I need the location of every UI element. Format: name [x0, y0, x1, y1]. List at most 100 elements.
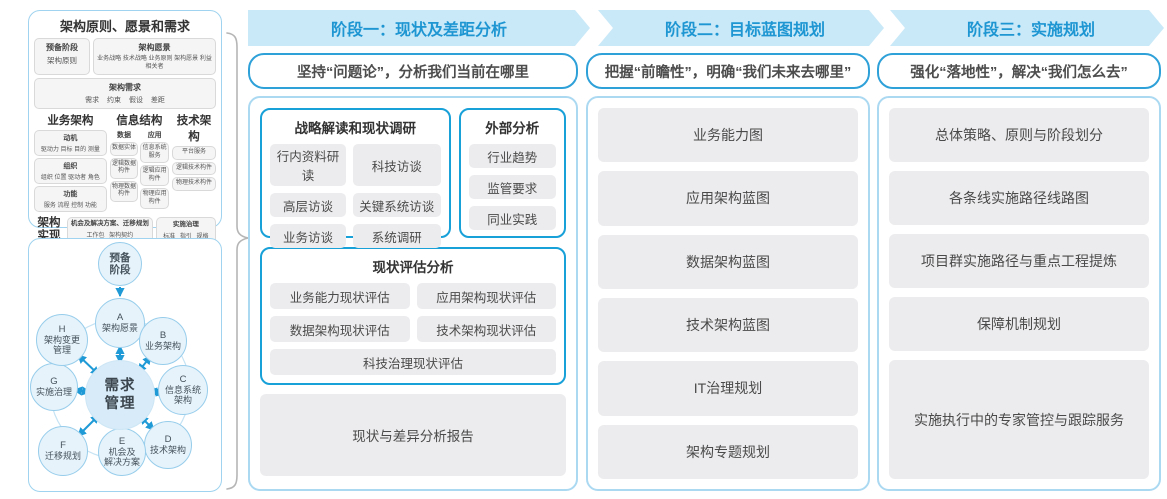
organization-box: 组织 组织 位置 驱动者 角色 [34, 158, 107, 185]
adm-node-c-info-systems: C 信息系统 架构 [158, 365, 208, 415]
function-box: 功能 服务 流程 控制 功能 [34, 186, 107, 213]
phase1-subtitle-text: 坚持“问题论”，分析我们当前在哪里 [297, 64, 529, 81]
phase2-subtitle-box: 把握“前瞻性”，明确“我们未来去哪里” [586, 53, 870, 89]
opportunities-migration-items: 工作包 架构契约 [86, 232, 134, 239]
assessment-title: 现状评估分析 [372, 260, 454, 275]
framework-panel-title: 架构原则、愿景和需求 [59, 19, 190, 34]
chip-safeguard-mechanism: 保障机制规划 [889, 297, 1149, 351]
adm-node-d-letter: D [164, 433, 172, 445]
phase1-content-panel: 战略解读和现状调研 行内资料研读 科技访谈 高层访谈 关键系统访谈 业务访谈 系… [248, 96, 578, 491]
physical-app-box: 物理应用构件 [140, 188, 170, 210]
chip-technology-assessment: 技术架构现状评估 [416, 316, 556, 342]
chip-business-capability-assessment: 业务能力现状评估 [270, 283, 410, 309]
chip-tech-interviews: 科技访谈 [353, 144, 441, 186]
phase1-header-band: 阶段一：现状及差距分析 [248, 10, 590, 46]
preliminary-phase-title: 预备阶段 [46, 43, 78, 52]
logical-data-box: 逻辑数据构件 [109, 157, 139, 179]
chip-application-blueprint: 应用架构蓝图 [598, 171, 858, 226]
chip-executive-interviews: 高层访谈 [270, 193, 347, 217]
data-subcolumn: 数据 数据实体 逻辑数据构件 物理数据构件 [109, 130, 139, 211]
phase3-subtitle-box: 强化“落地性”，解决“我们怎么去” [877, 53, 1161, 89]
adm-node-c-label: 信息系统 架构 [164, 385, 201, 406]
phase3-content-panel: 总体策略、原则与阶段划分 各条线实施路径线路图 项目群实施路径与重点工程提炼 保… [877, 96, 1161, 491]
strategy-survey-title: 战略解读和现状调研 [294, 121, 417, 136]
data-title: 数据 [117, 132, 132, 140]
adm-node-e-label: 机会及 解决方案 [103, 447, 140, 468]
information-structure-column: 信息结构 数据 数据实体 逻辑数据构件 物理数据构件 应用 信息系统服务 逻辑应… [109, 112, 170, 211]
implementation-governance-items: 标准 指引 规格 [163, 233, 209, 240]
adm-node-b-letter: B [159, 329, 167, 341]
strategy-survey-group: 战略解读和现状调研 行内资料研读 科技访谈 高层访谈 关键系统访谈 业务访谈 系… [260, 108, 451, 248]
adm-node-a-letter: A [116, 311, 124, 323]
phase2-content-panel: 业务能力图 应用架构蓝图 数据架构蓝图 技术架构蓝图 IT治理规划 架构专题规划 [586, 96, 870, 491]
motivation-title: 动机 [63, 135, 78, 143]
adm-preliminary-circle: 预备 阶段 [98, 242, 142, 286]
phase3-header-band: 阶段三：实施规划 [890, 10, 1164, 46]
organization-title: 组织 [63, 163, 78, 171]
chip-system-survey: 系统调研 [353, 224, 441, 248]
application-title: 应用 [147, 132, 162, 140]
implementation-governance-title: 实施治理 [172, 221, 199, 229]
adm-node-d-technology: D 技术架构 [144, 421, 192, 469]
phase1-header-text: 阶段一：现状及差距分析 [330, 22, 507, 39]
info-system-service-box: 信息系统服务 [140, 142, 170, 164]
chip-technology-blueprint: 技术架构蓝图 [598, 297, 858, 353]
adm-node-d-label: 技术架构 [149, 445, 186, 456]
adm-node-e-opportunities: E 机会及 解决方案 [98, 428, 146, 476]
adm-node-g-letter: G [50, 375, 58, 387]
chip-data-blueprint: 数据架构蓝图 [598, 234, 858, 289]
technical-architecture-title: 技术架构 [176, 115, 212, 144]
chip-peer-practices: 同业实践 [468, 206, 556, 230]
phase2-header-text: 阶段二：目标蓝图规划 [664, 22, 825, 39]
adm-node-h-label: 架构变更 管理 [43, 335, 80, 356]
assessment-group: 现状评估分析 业务能力现状评估 应用架构现状评估 数据架构现状评估 技术架构现状… [260, 247, 566, 385]
technical-architecture-column: 技术架构 平台服务 逻辑技术构件 物理技术构件 [172, 112, 216, 193]
adm-node-a-label: 架构愿景 [101, 323, 138, 334]
phase2-subtitle-text: 把握“前瞻性”，明确“我们未来去哪里” [604, 64, 852, 81]
chip-data-assessment: 数据架构现状评估 [270, 316, 410, 342]
application-subcolumn: 应用 信息系统服务 逻辑应用构件 物理应用构件 [140, 130, 170, 211]
motivation-items: 驱动力 目标 目的 测量 [40, 147, 100, 154]
adm-node-c-letter: C [179, 373, 187, 385]
information-structure-title: 信息结构 [116, 115, 163, 128]
function-items: 服务 流程 控制 功能 [43, 203, 97, 210]
chip-business-capability-map: 业务能力图 [598, 108, 858, 163]
chip-line-roadmaps: 各条线实施路径线路图 [889, 171, 1149, 225]
external-analysis-group: 外部分析 行业趋势 监管要求 同业实践 [458, 108, 566, 238]
chip-it-governance-assessment: 科技治理现状评估 [270, 349, 556, 375]
adm-node-e-letter: E [118, 435, 126, 447]
adm-node-h-letter: H [58, 323, 66, 335]
phase3-subtitle-text: 强化“落地性”，解决“我们怎么去” [910, 64, 1128, 81]
architecture-requirements-box: 架构需求 需求 约束 假设 差距 [34, 78, 216, 110]
adm-node-h-change-mgmt: H 架构变更 管理 [36, 314, 88, 366]
chip-overall-strategy: 总体策略、原则与阶段划分 [889, 108, 1149, 162]
chip-architecture-topics-plan: 架构专题规划 [598, 424, 858, 479]
architecture-requirements-items: 需求 约束 假设 差距 [85, 97, 165, 105]
architecture-content-framework-panel: 架构原则、愿景和需求 预备阶段 架构原则 架构愿景 业务战略 技术战略 业务原则… [28, 10, 222, 244]
data-entity-box: 数据实体 [109, 142, 139, 156]
chip-key-system-interviews: 关键系统访谈 [353, 193, 441, 217]
platform-service-box: 平台服务 [172, 146, 216, 160]
chip-application-assessment: 应用架构现状评估 [416, 283, 556, 309]
opportunities-migration-title: 机会及解决方案、迁移规划 [70, 220, 149, 228]
phase3-header-text: 阶段三：实施规划 [966, 22, 1095, 39]
chip-industry-trends: 行业趋势 [468, 144, 556, 168]
logical-tech-box: 逻辑技术构件 [172, 161, 216, 176]
organization-items: 组织 位置 驱动者 角色 [40, 175, 100, 182]
business-architecture-title: 业务架构 [47, 115, 94, 128]
architecture-principles-label: 架构原则 [47, 56, 77, 65]
chip-business-interviews: 业务访谈 [270, 224, 347, 248]
preliminary-phase-box: 预备阶段 架构原则 [34, 38, 90, 76]
architecture-vision-box: 架构愿景 业务战略 技术战略 业务原则 架构愿景 利益相关者 [93, 38, 216, 76]
business-architecture-column: 业务架构 动机 驱动力 目标 目的 测量 组织 组织 位置 驱动者 角色 功能 … [34, 112, 107, 214]
adm-node-f-label: 迁移规划 [44, 451, 81, 462]
chip-expert-tracking-service: 实施执行中的专家管控与跟踪服务 [889, 360, 1149, 479]
adm-node-f-migration: F 迁移规划 [38, 426, 88, 476]
adm-node-b-business: B 业务架构 [139, 317, 187, 365]
architecture-vision-title: 架构愿景 [138, 43, 171, 52]
gap-analysis-report-box: 现状与差异分析报告 [260, 394, 566, 476]
architecture-requirements-title: 架构需求 [109, 83, 141, 93]
adm-requirements-management-circle: 需求 管理 [85, 360, 155, 430]
phase2-header-band: 阶段二：目标蓝图规划 [598, 10, 884, 46]
